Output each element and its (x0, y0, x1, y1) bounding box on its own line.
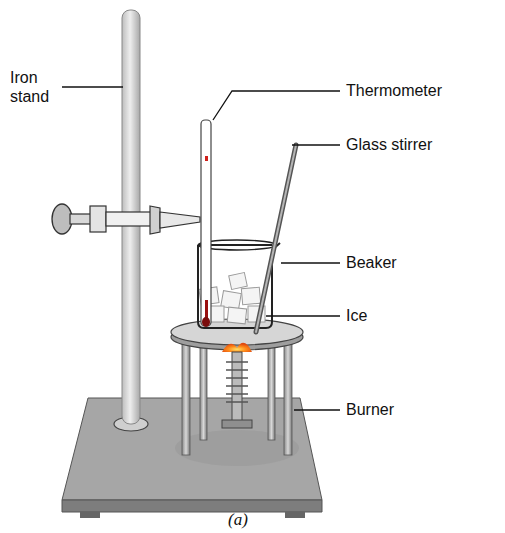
part-label: Burner (346, 400, 496, 419)
burner (222, 343, 252, 428)
part-label: Thermometer (346, 81, 496, 100)
flame (222, 343, 252, 352)
leader-lines (62, 87, 340, 410)
part-label: Beaker (346, 253, 496, 272)
part-label: Iron stand (10, 68, 60, 106)
leader-line (281, 262, 340, 263)
part-label: Glass stirrer (346, 135, 496, 154)
leader-line (294, 409, 340, 410)
leader-line (213, 91, 340, 120)
figure-caption: (a) (228, 510, 248, 529)
glass-stirrer-shine (256, 145, 296, 332)
part-label: Ice (346, 306, 496, 325)
leader-line (266, 315, 340, 316)
stand-base (62, 398, 322, 518)
thermometer (201, 120, 211, 327)
tripod-stand (171, 319, 303, 455)
leader-line (62, 86, 123, 87)
clamp (52, 204, 200, 234)
leader-line (292, 144, 340, 145)
glass-stirrer (256, 145, 296, 332)
